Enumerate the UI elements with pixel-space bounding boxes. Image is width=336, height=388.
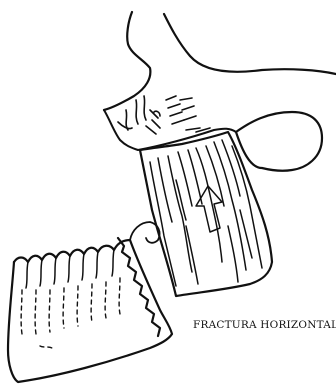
upper-ramus-hatching bbox=[118, 96, 210, 134]
teeth-roots bbox=[21, 278, 120, 348]
figure-caption: FRACTURA HORIZONTAL bbox=[193, 319, 336, 331]
fracture-line bbox=[118, 238, 160, 336]
posterior-mandible bbox=[236, 112, 322, 171]
face-contour bbox=[104, 12, 336, 110]
mandible-body-outline bbox=[8, 240, 172, 382]
wire-loop bbox=[130, 222, 160, 243]
